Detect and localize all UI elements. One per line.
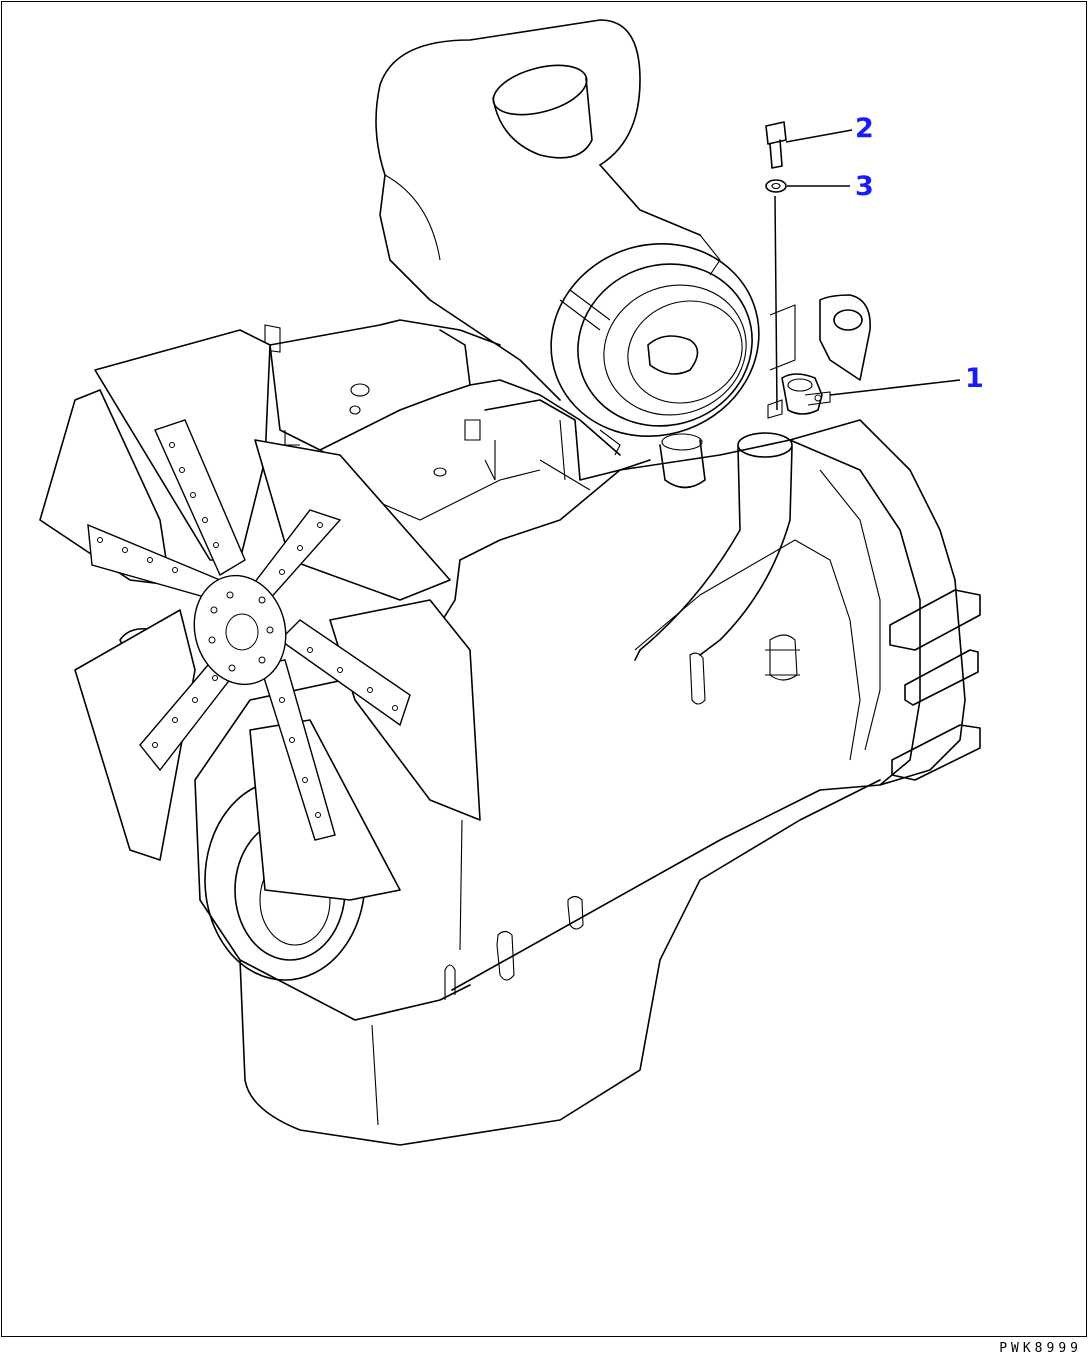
lifting-bracket (769, 294, 871, 381)
oil-pan (239, 779, 881, 1146)
filler-tube (634, 432, 793, 661)
assembly-axis-line (774, 195, 778, 411)
part-1-switch (767, 373, 831, 419)
callout-2: 2 (855, 113, 874, 144)
callout-1: 1 (965, 363, 984, 394)
part-2-bolt (765, 121, 787, 169)
air-cleaner (375, 19, 760, 491)
drawing-reference-code: PWK8999 (999, 1341, 1082, 1356)
cooling-fan (39, 329, 481, 981)
leader-line-2 (785, 129, 853, 143)
part-3-washer (765, 179, 787, 193)
leader-line-1 (829, 379, 961, 396)
callout-3: 3 (855, 171, 874, 202)
